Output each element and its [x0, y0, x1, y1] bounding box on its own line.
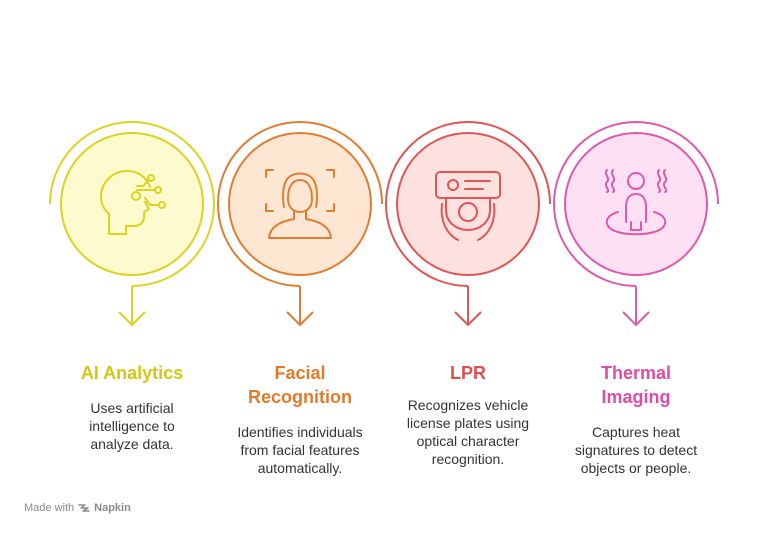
title-line: AI Analytics — [80, 363, 184, 383]
footer-brand: Napkin — [94, 502, 131, 514]
step-title-ai-analytics: AI Analytics — [57, 361, 207, 385]
desc-line: Identifies individuals — [237, 424, 363, 440]
step-thermal-imaging — [553, 121, 719, 327]
thermal-person-icon — [604, 169, 668, 236]
step-title-lpr: LPR — [393, 361, 543, 385]
ai-arrow-head — [118, 311, 146, 327]
desc-line: analyze data. — [90, 436, 174, 452]
step-desc-ai-analytics: Uses artificial intelligence to analyze … — [52, 399, 212, 453]
step-facial-recognition — [217, 121, 383, 327]
desc-line: recognition. — [431, 451, 505, 467]
napkin-logo-icon — [78, 504, 90, 512]
lpr-orbit-arc — [385, 121, 551, 287]
step-desc-facial-recognition: Identifies individuals from facial featu… — [220, 423, 380, 477]
thermal-orbit-arc — [553, 121, 719, 287]
desc-line: Uses artificial — [90, 400, 174, 416]
desc-line: intelligence to — [89, 418, 175, 434]
lpr-arrow-head — [454, 311, 482, 327]
ai-circle — [60, 132, 204, 276]
desc-line: Captures heat — [592, 424, 680, 440]
step-ai-analytics — [49, 121, 215, 327]
desc-line: signatures to detect — [574, 442, 698, 458]
desc-line: from facial features — [240, 442, 360, 458]
title-line: Thermal — [600, 363, 672, 383]
thermal-arrow-head — [622, 311, 650, 327]
face-scan-icon — [265, 169, 335, 239]
desc-line: objects or people. — [580, 460, 692, 476]
title-line: Facial — [274, 363, 326, 383]
step-lpr — [385, 121, 551, 327]
facial-arrow-head — [286, 311, 314, 327]
step-title-facial-recognition: Facial Recognition — [225, 361, 375, 409]
desc-line: optical character — [416, 433, 520, 449]
desc-line: automatically. — [257, 460, 343, 476]
facial-circle — [228, 132, 372, 276]
desc-line: Recognizes vehicle — [407, 397, 529, 413]
plate-camera-icon — [435, 171, 501, 241]
step-desc-lpr: Recognizes vehicle license plates using … — [388, 396, 548, 468]
step-title-thermal-imaging: Thermal Imaging — [561, 361, 711, 409]
desc-line: license plates using — [406, 415, 530, 431]
facial-orbit-arc — [217, 121, 383, 287]
ai-head-circuit-icon — [100, 170, 166, 235]
title-line: Recognition — [248, 387, 352, 407]
step-desc-thermal-imaging: Captures heat signatures to detect objec… — [556, 423, 716, 477]
thermal-circle — [564, 132, 708, 276]
made-with-napkin-footer: Made with Napkin — [24, 502, 131, 514]
title-line: Imaging — [601, 387, 671, 407]
title-line: LPR — [450, 363, 486, 383]
ai-orbit-arc — [49, 121, 215, 287]
footer-prefix: Made with — [24, 502, 75, 514]
